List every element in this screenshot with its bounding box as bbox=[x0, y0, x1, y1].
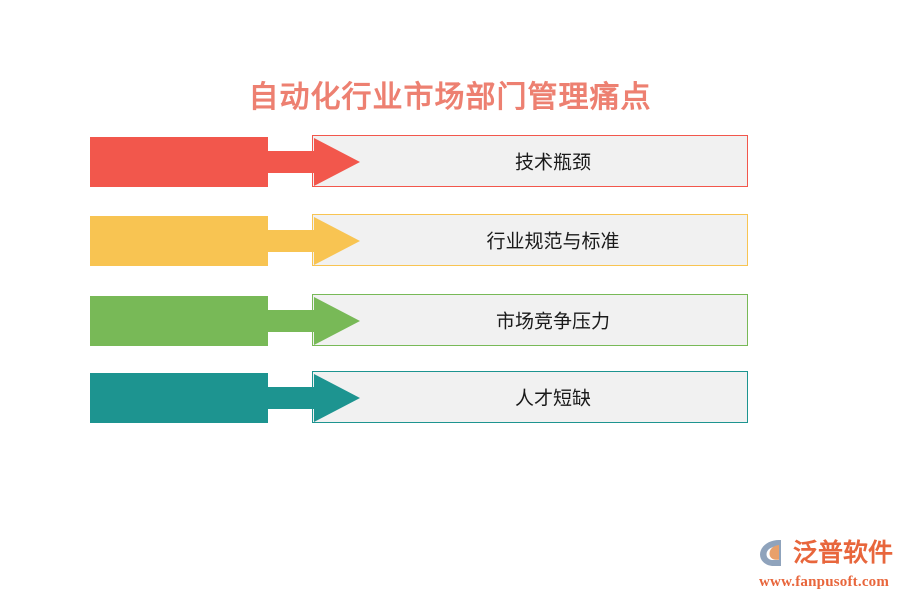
page-title: 自动化行业市场部门管理痛点 bbox=[248, 81, 652, 114]
logo-url: www.fanpusoft.com bbox=[759, 574, 890, 590]
fanpu-logo-svg bbox=[760, 540, 781, 566]
arrow-icon bbox=[90, 214, 360, 266]
arrow-block bbox=[90, 373, 268, 423]
list-item[interactable]: 人才短缺 bbox=[0, 371, 900, 433]
list-item[interactable]: 技术瓶颈 bbox=[0, 135, 900, 197]
arrow-head-icon bbox=[314, 374, 360, 422]
arrow-head-icon bbox=[314, 138, 360, 186]
pain-point-label: 行业规范与标准 bbox=[486, 231, 620, 253]
fanpu-logo-icon bbox=[758, 538, 790, 568]
logo-company-name: 泛普软件 bbox=[793, 539, 894, 567]
pain-point-panel: 市场竞争压力 bbox=[312, 294, 748, 346]
pain-point-panel: 人才短缺 bbox=[312, 371, 748, 423]
arrow-head-icon bbox=[314, 217, 360, 265]
pain-point-panel: 技术瓶颈 bbox=[312, 135, 748, 187]
list-item[interactable]: 行业规范与标准 bbox=[0, 214, 900, 276]
list-item[interactable]: 市场竞争压力 bbox=[0, 294, 900, 356]
arrow-icon bbox=[90, 371, 360, 423]
arrow-block bbox=[90, 296, 268, 346]
logo-row: 泛普软件 bbox=[758, 538, 893, 568]
arrow-block bbox=[90, 216, 268, 266]
pain-point-panel: 行业规范与标准 bbox=[312, 214, 748, 266]
pain-point-label: 人才短缺 bbox=[514, 388, 591, 410]
arrow-block bbox=[90, 137, 268, 187]
brand-logo: 泛普软件 www.fanpusoft.com bbox=[758, 536, 893, 592]
arrow-icon bbox=[90, 294, 360, 346]
arrow-icon bbox=[90, 135, 360, 187]
arrow-head-icon bbox=[314, 297, 360, 345]
pain-point-label: 市场竞争压力 bbox=[495, 311, 610, 333]
pain-point-label: 技术瓶颈 bbox=[514, 152, 591, 174]
